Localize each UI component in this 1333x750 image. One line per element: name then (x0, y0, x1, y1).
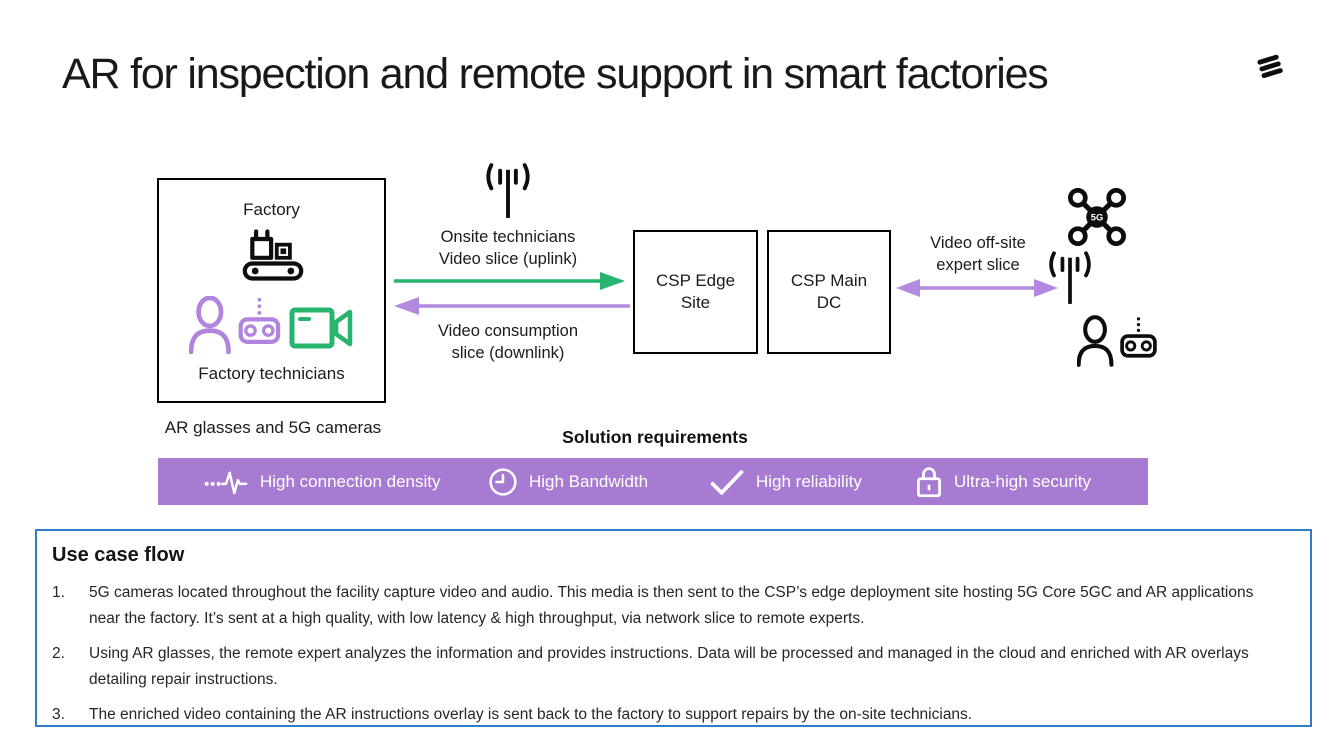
flow-step-number: 3. (52, 706, 65, 723)
expert-slice-arrow (896, 279, 1058, 297)
requirement-label: Ultra-high security (954, 471, 1091, 491)
drone-5g-icon: 5G (1068, 188, 1126, 246)
uplink-label: Onsite technicians Video slice (uplink) (438, 228, 578, 268)
slide-title: AR for inspection and remote support in … (62, 50, 1049, 98)
video-camera-icon (289, 307, 353, 349)
flow-step-text: The enriched video containing the AR ins… (89, 706, 973, 723)
flow-step-number: 2. (52, 645, 65, 662)
factory-box-subtitle: Factory technicians (198, 364, 345, 383)
use-case-flow-list: 1. 5G cameras located throughout the fac… (52, 580, 1292, 728)
factory-box: Factory (157, 178, 386, 403)
requirement-item: High reliability (709, 458, 862, 505)
person-ar-glasses-icon-right (1077, 315, 1157, 367)
check-icon (710, 469, 744, 495)
requirement-label: High reliability (756, 471, 862, 491)
requirements-heading: Solution requirements (562, 427, 748, 447)
expert-slice-label: Video off-site expert slice (930, 234, 1026, 274)
use-case-flow-heading: Use case flow (52, 544, 185, 566)
flow-step-text: 5G cameras located throughout the facili… (89, 584, 1254, 627)
flow-step-number: 1. (52, 584, 65, 601)
drone-5g-label: 5G (1091, 213, 1103, 223)
uplink-arrow (394, 272, 625, 290)
clock-icon (489, 467, 517, 496)
flow-step: 2. Using AR glasses, the remote expert a… (52, 641, 1292, 693)
csp-edge-site-box: CSP Edge Site (633, 230, 758, 354)
csp-main-dc-box: CSP Main DC (767, 230, 891, 354)
flow-step: 3. The enriched video containing the AR … (52, 702, 1292, 728)
requirements-banner: High connection density High Bandwidth H… (158, 458, 1148, 505)
requirement-item: High connection density (203, 458, 441, 505)
flow-step: 1. 5G cameras located throughout the fac… (52, 580, 1292, 632)
antenna-icon (486, 163, 530, 218)
ericsson-logo-icon (1257, 54, 1283, 78)
factory-box-title: Factory (243, 200, 300, 219)
pulse-icon (204, 471, 248, 494)
downlink-arrow (394, 297, 630, 315)
requirement-item: Ultra-high security (915, 458, 1091, 505)
factory-caption: AR glasses and 5G cameras (164, 418, 382, 437)
requirement-item: High Bandwidth (488, 458, 648, 505)
person-ar-glasses-icon (189, 296, 281, 354)
use-case-flow-box: Use case flow 1. 5G cameras located thro… (35, 529, 1312, 727)
flow-step-text: Using AR glasses, the remote expert anal… (89, 645, 1249, 688)
conveyor-icon (242, 229, 304, 281)
requirement-label: High Bandwidth (529, 471, 649, 491)
downlink-label: Video consumption slice (downlink) (437, 322, 579, 362)
lock-icon (917, 466, 941, 497)
antenna-icon-right (1049, 251, 1091, 304)
requirement-label: High connection density (260, 471, 441, 491)
